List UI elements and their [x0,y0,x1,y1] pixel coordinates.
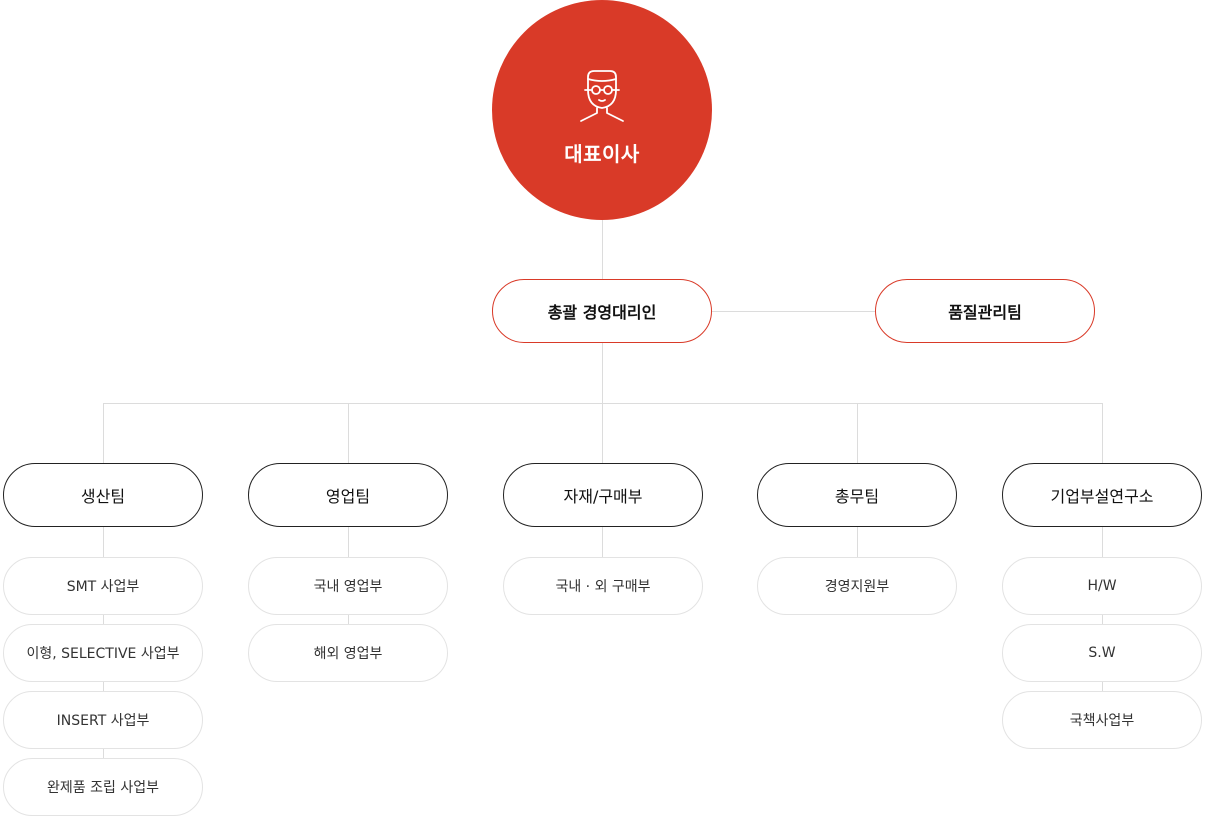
sub-division: SMT 사업부 [3,557,203,615]
sub-division: 해외 영업부 [248,624,448,682]
sub-division: 국내 · 외 구매부 [503,557,703,615]
person-glasses-icon [580,69,624,122]
dept-sales: 영업팀 [248,463,448,527]
connector-bus-dept-1 [103,403,104,463]
connector-horizontal-bus [103,403,1103,404]
connector-manager-quality [712,311,875,312]
sub-division: 경영지원부 [757,557,957,615]
sub-division: 이형, SELECTIVE 사업부 [3,624,203,682]
connector-ceo-manager [602,220,603,279]
connector-bus-dept-5 [1102,403,1103,463]
dept-research-lab: 기업부설연구소 [1002,463,1202,527]
sub-division: INSERT 사업부 [3,691,203,749]
connector-bus-dept-2 [348,403,349,463]
dept-general-affairs: 총무팀 [757,463,957,527]
connector-bus-dept-4 [857,403,858,463]
dept-materials-purchasing: 자재/구매부 [503,463,703,527]
sub-division: 국책사업부 [1002,691,1202,749]
sub-division: 완제품 조립 사업부 [3,758,203,816]
general-manager-node: 총괄 경영대리인 [492,279,712,343]
sub-division: 국내 영업부 [248,557,448,615]
dept-production: 생산팀 [3,463,203,527]
quality-team-node: 품질관리팀 [875,279,1095,343]
connector-manager-bus [602,343,603,403]
sub-division: S.W [1002,624,1202,682]
connector-bus-dept-3 [602,403,603,463]
connector-dept-5-subs [1102,527,1103,720]
ceo-node: 대표이사 [492,0,712,220]
ceo-label: 대표이사 [564,141,640,166]
sub-division: H/W [1002,557,1202,615]
